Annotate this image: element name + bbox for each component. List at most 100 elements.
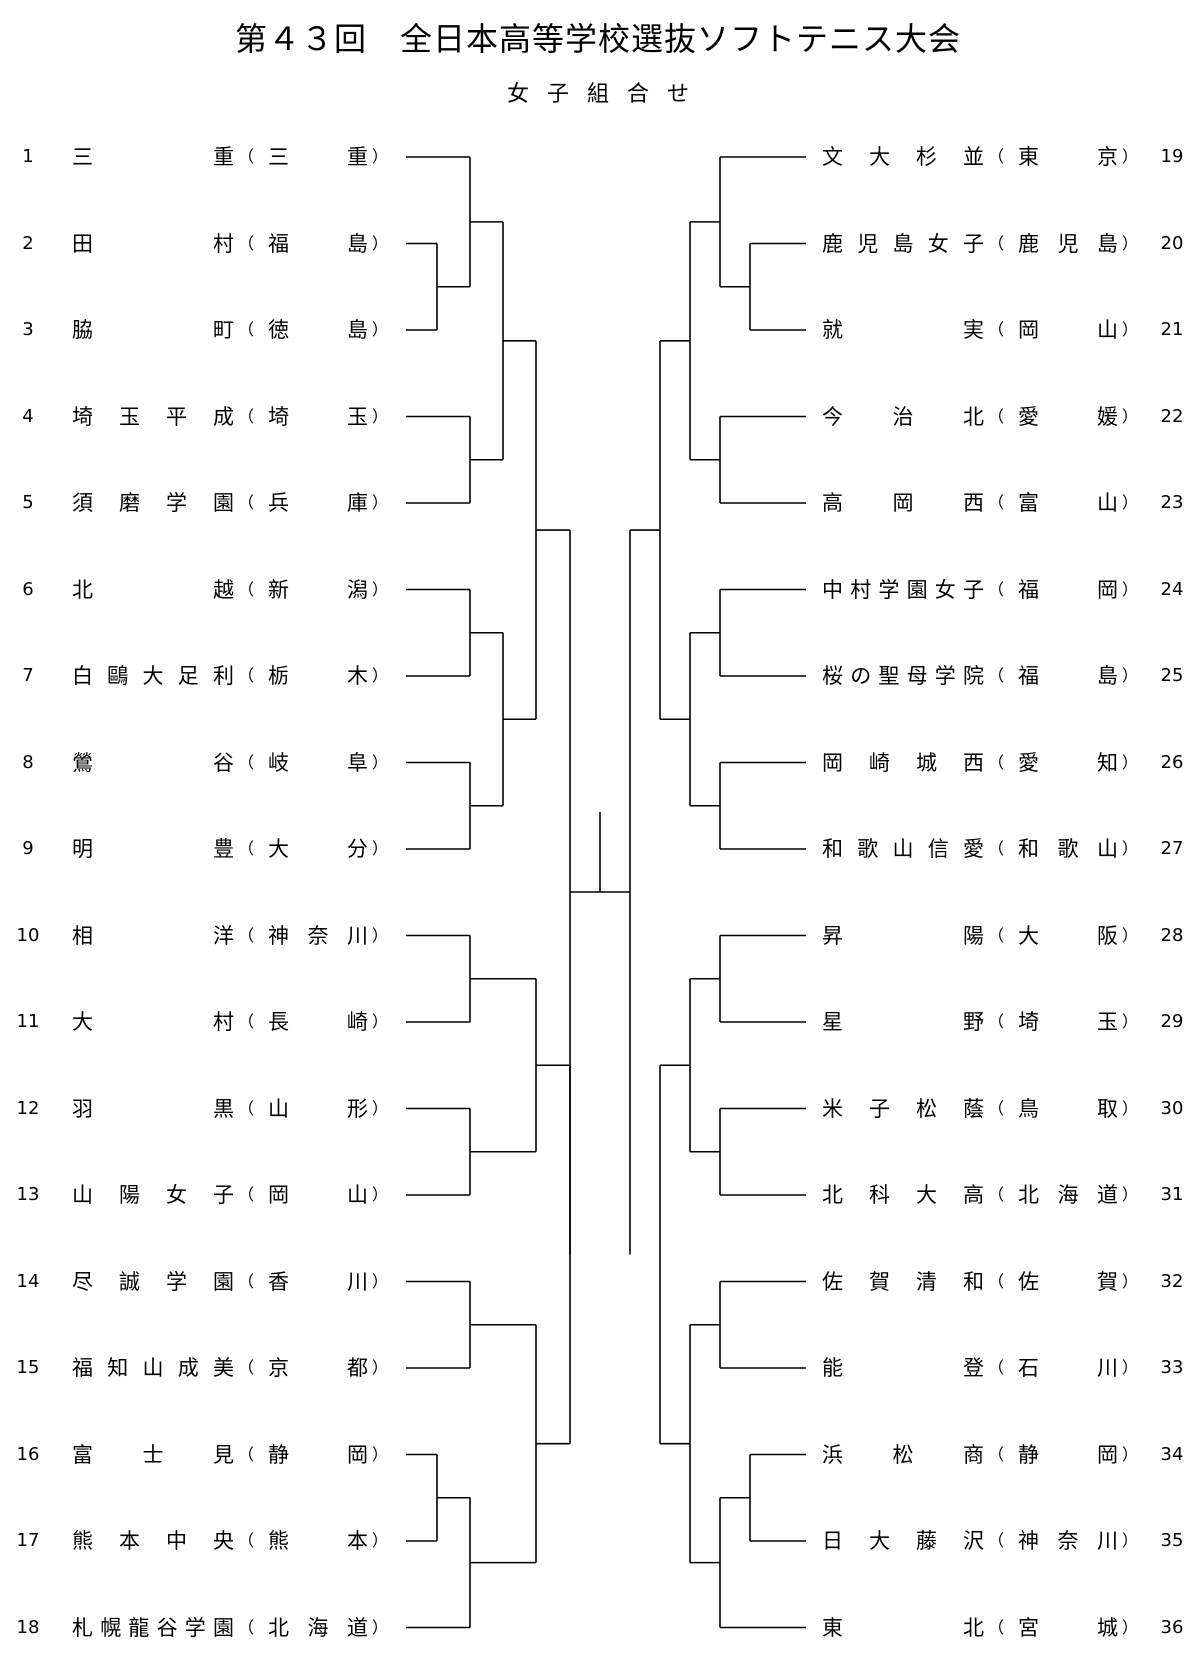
school-name: 羽黒 (72, 1096, 234, 1121)
school-name: 鶯谷 (72, 750, 234, 775)
prefecture-name: 岡山 (268, 1183, 368, 1207)
seed-number: 26 (1160, 751, 1184, 773)
school-name: 三重 (72, 145, 234, 169)
page-title: 第４３回 全日本高等学校選抜ソフトテニス大会 (234, 20, 961, 58)
prefecture-name: 鹿児島 (1018, 231, 1118, 256)
school-name: 相洋 (72, 923, 234, 948)
school-name: 福知山成美 (72, 1356, 234, 1380)
prefecture-name: 静岡 (1018, 1442, 1118, 1467)
paren-close: ） (1122, 1531, 1139, 1550)
school-name: 北越 (72, 577, 234, 602)
paren-open: （ (988, 1271, 1005, 1291)
paren-open: （ (988, 1531, 1005, 1550)
paren-open: （ (238, 1444, 255, 1464)
paren-close: ） (372, 1444, 389, 1464)
paren-open: （ (238, 233, 255, 253)
seed-number: 8 (22, 751, 34, 773)
prefecture-name: 埼玉 (1018, 1010, 1118, 1034)
paren-close: ） (1122, 752, 1139, 772)
prefecture-name: 富山 (1018, 491, 1118, 515)
paren-open: （ (238, 320, 255, 339)
paren-close: ） (372, 752, 389, 772)
prefecture-name: 埼玉 (268, 404, 368, 429)
paren-open: （ (238, 147, 255, 166)
school-name: 札幌龍谷学園 (72, 1615, 234, 1640)
school-name: 明豊 (72, 837, 234, 861)
seed-number: 10 (16, 924, 40, 946)
paren-close: ） (1122, 1185, 1139, 1204)
seed-number: 13 (16, 1184, 40, 1205)
seed-number: 15 (16, 1357, 40, 1378)
paren-open: （ (238, 666, 255, 685)
paren-close: ） (372, 1617, 389, 1637)
school-name: 就実 (822, 318, 984, 342)
paren-close: ） (372, 406, 389, 426)
school-name: 星野 (822, 1010, 984, 1034)
prefecture-name: 石川 (1018, 1356, 1118, 1380)
paren-close: ） (1122, 1098, 1139, 1118)
paren-close: ） (372, 147, 389, 166)
paren-close: ） (372, 493, 389, 512)
school-name: 能登 (822, 1356, 984, 1380)
seed-number: 19 (1160, 146, 1184, 167)
seed-number: 6 (22, 578, 34, 600)
paren-open: （ (238, 1617, 255, 1637)
prefecture-name: 福島 (1018, 664, 1118, 688)
prefecture-name: 岡山 (1018, 318, 1118, 342)
page-subtitle: 女子組合せ (506, 82, 707, 107)
paren-open: （ (988, 1358, 1005, 1377)
paren-close: ） (1122, 925, 1139, 945)
paren-close: ） (1122, 320, 1139, 339)
seed-number: 9 (22, 838, 34, 859)
prefecture-name: 鳥取 (1018, 1096, 1118, 1121)
seed-number: 35 (1160, 1530, 1184, 1551)
paren-close: ） (372, 1358, 389, 1377)
school-name: 須磨学園 (72, 491, 234, 515)
seed-number: 28 (1160, 924, 1184, 946)
paren-open: （ (988, 1617, 1005, 1637)
school-name: 昇陽 (822, 923, 984, 948)
school-name: 白鷗大足利 (72, 664, 234, 688)
seed-number: 4 (22, 405, 34, 427)
seed-number: 7 (22, 665, 34, 686)
paren-open: （ (238, 1185, 255, 1204)
prefecture-name: 熊本 (268, 1529, 368, 1553)
prefecture-name: 岐阜 (268, 750, 368, 775)
prefecture-name: 栃木 (268, 664, 368, 688)
school-name: 日大藤沢 (822, 1529, 984, 1553)
paren-open: （ (988, 1444, 1005, 1464)
paren-open: （ (988, 579, 1005, 599)
seed-number: 14 (16, 1270, 40, 1292)
seed-number: 24 (1160, 578, 1184, 600)
paren-open: （ (988, 1098, 1005, 1118)
school-name: 佐賀清和 (822, 1269, 984, 1294)
prefecture-name: 福島 (268, 231, 368, 256)
prefecture-name: 山形 (268, 1096, 368, 1121)
prefecture-name: 和歌山 (1018, 837, 1118, 861)
seed-number: 33 (1160, 1357, 1184, 1378)
school-name: 桜の聖母学院 (822, 664, 984, 688)
paren-open: （ (988, 406, 1005, 426)
paren-close: ） (1122, 1271, 1139, 1291)
paren-close: ） (1122, 1358, 1139, 1377)
paren-close: ） (372, 1098, 389, 1118)
prefecture-name: 香川 (268, 1269, 368, 1294)
